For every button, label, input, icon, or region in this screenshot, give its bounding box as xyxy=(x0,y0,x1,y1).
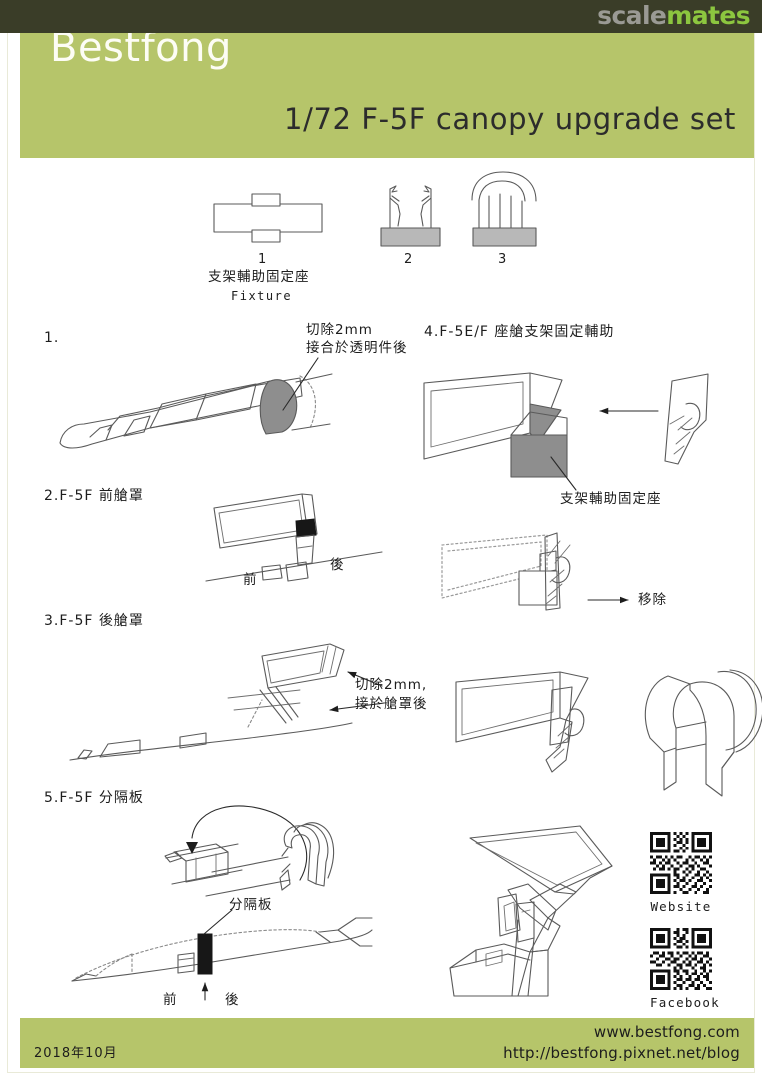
footer-date: 2018年10月 xyxy=(34,1046,118,1061)
annotation-rear-step5: 後 xyxy=(225,992,240,1008)
part-1-number: 1 xyxy=(258,252,267,267)
footer-links: www.bestfong.com http://bestfong.pixnet.… xyxy=(503,1022,740,1063)
footer-website-link[interactable]: www.bestfong.com xyxy=(593,1023,740,1041)
scalemates-watermark-bar: scalemates xyxy=(0,0,762,33)
annotation-cut2mm-a-line1: 切除2mm xyxy=(306,322,373,338)
part-1-name-en: Fixture xyxy=(231,289,293,303)
step-1-drawing xyxy=(59,357,333,449)
watermark-mates-text: mates xyxy=(666,1,750,30)
qr-code-website[interactable] xyxy=(650,832,712,894)
header-band: Bestfong 1/72 F-5F canopy upgrade set xyxy=(20,8,754,158)
step-4b-drawing xyxy=(441,532,629,611)
step-5-top-drawing xyxy=(164,805,335,897)
annotation-front-step5: 前 xyxy=(163,992,178,1008)
scalemates-logo: scalemates xyxy=(597,3,750,28)
part-1-name-cjk: 支架輔助固定座 xyxy=(208,269,310,285)
step-2-heading: 2.F-5F 前艙罩 xyxy=(44,488,144,504)
annotation-cut2mm-b-line1: 切除2mm, xyxy=(355,677,428,693)
step-3-drawing xyxy=(69,643,385,761)
page-title: 1/72 F-5F canopy upgrade set xyxy=(284,102,736,136)
step-4-heading: 4.F-5E/F 座艙支架固定輔助 xyxy=(424,324,615,340)
annotation-fixture-seat: 支架輔助固定座 xyxy=(560,491,662,507)
qr-website-label: Website xyxy=(650,899,712,914)
annotation-front-step2: 前 xyxy=(243,572,258,588)
annotation-cut2mm-a-line2: 接合於透明件後 xyxy=(306,340,408,356)
brand-logo: Bestfong xyxy=(50,25,232,71)
step-3-heading: 3.F-5F 後艙罩 xyxy=(44,613,144,629)
step-5-profile-drawing xyxy=(71,909,373,1001)
annotation-rear-step2: 後 xyxy=(330,557,345,573)
footer-blog-link[interactable]: http://bestfong.pixnet.net/blog xyxy=(503,1043,740,1062)
sheet-border xyxy=(7,7,755,1073)
qr-code-facebook[interactable] xyxy=(650,928,712,990)
step-4-drawing xyxy=(423,372,709,491)
bottom-right-drawing xyxy=(449,825,613,997)
part-2-number: 2 xyxy=(404,252,413,267)
annotation-divider-plate: 分隔板 xyxy=(229,897,273,913)
step-2-drawing xyxy=(205,493,383,582)
hood-drawing xyxy=(644,669,762,797)
annotation-remove: 移除 xyxy=(638,592,667,608)
watermark-scale-text: scale xyxy=(597,1,667,30)
step-5-heading: 5.F-5F 分隔板 xyxy=(44,790,144,806)
step-1-heading: 1. xyxy=(44,330,60,346)
step-3-right-drawing xyxy=(455,671,589,773)
part-2-drawing xyxy=(380,185,441,247)
part-3-number: 3 xyxy=(498,252,507,267)
annotation-cut2mm-b-line2: 接於艙罩後 xyxy=(355,696,428,712)
qr-facebook-block[interactable]: Facebook xyxy=(650,928,720,1010)
qr-facebook-label: Facebook xyxy=(650,995,720,1010)
part-3-drawing xyxy=(471,171,537,247)
qr-website-block[interactable]: Website xyxy=(650,832,712,914)
footer-band: 2018年10月 www.bestfong.com http://bestfon… xyxy=(20,1018,754,1068)
part-1-drawing xyxy=(213,193,323,243)
